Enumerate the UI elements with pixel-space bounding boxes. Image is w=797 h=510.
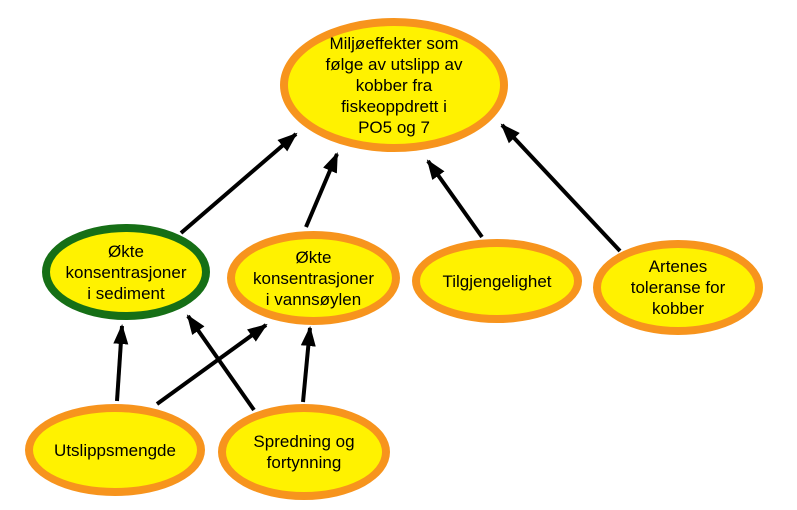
node-miljoeffekter-label: Miljøeffekter som følge av utslipp av ko…: [325, 33, 463, 137]
arrow-artenes-to-miljoeffekter: [500, 123, 622, 253]
arrow-utslippsmengde-to-vannsoylen: [155, 323, 268, 406]
arrow-spredning-to-vannsoylen: [300, 326, 316, 403]
node-utslippsmengde: Utslippsmengde: [25, 404, 205, 496]
arrow-tilgjengelighet-to-miljoeffekter: [426, 159, 484, 239]
node-utslippsmengde-label: Utslippsmengde: [54, 440, 176, 460]
node-tilgjengelighet-label: Tilgjengelighet: [442, 271, 552, 291]
node-artenes-toleranse: Artenes toleranse for kobber: [593, 240, 763, 335]
node-spredning-og-fortynning: Spredning og fortynning: [218, 404, 390, 500]
node-vannsoylen-label: Økte konsentrasjoner i vannsøylen: [253, 247, 374, 309]
arrow-sediment-to-miljoeffekter: [179, 132, 298, 235]
arrow-spredning-to-sediment: [186, 314, 256, 412]
node-tilgjengelighet: Tilgjengelighet: [412, 239, 582, 323]
node-okte-konsentrasjoner-i-vannsoylen: Økte konsentrasjoner i vannsøylen: [227, 231, 400, 325]
node-okte-konsentrasjoner-i-sediment: Økte konsentrasjoner i sediment: [42, 224, 210, 320]
arrow-vannsoylen-to-miljoeffekter: [304, 152, 339, 228]
node-artenes-label: Artenes toleranse for kobber: [630, 257, 726, 318]
node-spredning-label: Spredning og fortynning: [253, 432, 355, 472]
node-miljoeffekter: Miljøeffekter som følge av utslipp av ko…: [280, 18, 508, 152]
arrow-utslippsmengde-to-sediment: [113, 324, 129, 402]
node-sediment-label: Økte konsentrasjoner i sediment: [65, 241, 187, 303]
